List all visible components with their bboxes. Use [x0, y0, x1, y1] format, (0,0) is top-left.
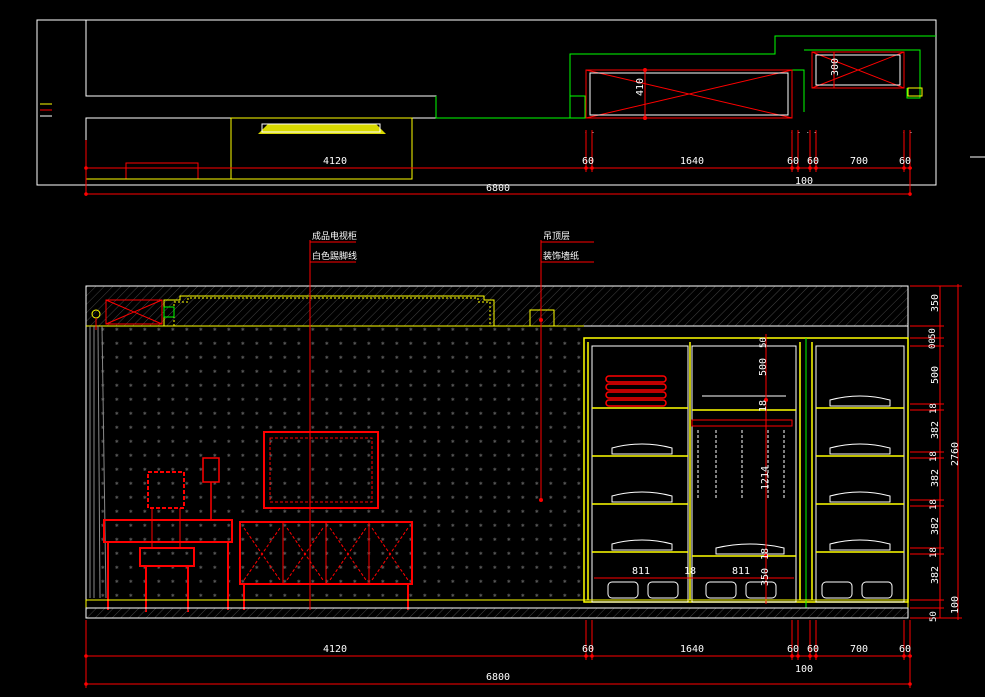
right-dim-382a: 382 [930, 421, 941, 439]
wallpaper-wall [99, 326, 584, 600]
dresser-set [103, 457, 233, 612]
label-tv-cabinet: 成品电视柜 [312, 230, 357, 242]
right-dim-350: 350 [930, 294, 941, 312]
elev-dim-700: 700 [850, 644, 868, 655]
right-dim-50: 50 [928, 328, 938, 339]
plan-cabinet-700 [811, 51, 905, 89]
plan-dim-4120: 4120 [323, 156, 347, 167]
elev-dim-4120: 4120 [323, 644, 347, 655]
wardrobe-dim-500: 500 [758, 358, 769, 376]
wardrobe-dim-18: 18 [758, 400, 769, 412]
elev-dim-6800: 6800 [486, 672, 510, 683]
plan-dim-60a: 60 [582, 156, 594, 167]
ceiling-vent-box [105, 299, 163, 325]
wardrobe-dim-350: 350 [760, 568, 771, 586]
right-dim-00: 00 [928, 338, 938, 349]
plan-inner-wall [85, 20, 437, 185]
wardrobe-dim-811a: 811 [632, 566, 650, 577]
tv-cabinet [239, 521, 413, 610]
plan-outer-wall [36, 19, 937, 186]
elev-dim-60c: 60 [807, 644, 819, 655]
plan-dim-1640: 1640 [680, 156, 704, 167]
elev-dim-60a: 60 [582, 644, 594, 655]
plan-dim-60d: 60 [899, 156, 911, 167]
label-ceiling-layer: 吊顶层 [543, 231, 570, 242]
wardrobe-dim-18c: 18 [684, 566, 696, 577]
right-dim-18a: 18 [929, 403, 939, 414]
right-dim-500: 500 [930, 366, 941, 384]
svg-text:. .: . . [584, 128, 595, 135]
plan-dim-300: 300 [830, 58, 841, 76]
plan-dim-100: 100 [795, 176, 813, 187]
right-dim-382c: 382 [930, 517, 941, 535]
tv-frame [263, 431, 379, 509]
wardrobe-dim-50: 50 [759, 337, 769, 348]
ceiling-light-box [529, 309, 555, 327]
elev-dim-60d: 60 [899, 644, 911, 655]
svg-text:. .: . . [902, 128, 913, 135]
plan-dim-6800: 6800 [486, 183, 510, 194]
elevation-view: 500 18 1214 18 350 811 18 811 50 成品电视柜 白… [84, 230, 962, 688]
right-dim-50b: 50 [929, 611, 939, 622]
right-dim-18c: 18 [929, 499, 939, 510]
ceiling-slab [85, 285, 909, 327]
curtain [89, 325, 107, 599]
plan-cabinet-1640 [585, 69, 793, 119]
svg-text:. .: . . [806, 128, 817, 135]
floor [85, 607, 909, 619]
label-baseboard: 白色踢脚线 [312, 250, 357, 262]
elev-dim-60b: 60 [787, 644, 799, 655]
plan-ceiling-line [435, 35, 936, 119]
right-dim-382b: 382 [930, 469, 941, 487]
plan-dim-410: 410 [635, 78, 646, 96]
plan-view: 410 300 . . . . . . . . 4120 60 1640 60 [36, 19, 985, 196]
baseboard [85, 599, 909, 609]
wardrobe-dim-18b: 18 [760, 548, 771, 560]
right-dim-2760: 2760 [950, 442, 961, 466]
svg-text:. .: . . [790, 128, 801, 135]
elev-dim-1640: 1640 [680, 644, 704, 655]
wardrobe [583, 334, 909, 608]
plan-side-table [125, 162, 199, 180]
label-wallpaper: 装饰墙纸 [543, 250, 579, 262]
ceiling-profile [163, 295, 495, 326]
plan-dim-60c: 60 [807, 156, 819, 167]
wardrobe-dim-1214: 1214 [760, 466, 771, 490]
plan-dim-700: 700 [850, 156, 868, 167]
right-dim-100: 100 [950, 596, 961, 614]
right-dim-18b: 18 [929, 451, 939, 462]
wardrobe-dim-811b: 811 [732, 566, 750, 577]
right-dim-18d: 18 [929, 547, 939, 558]
elev-dim-100: 100 [795, 664, 813, 675]
plan-dim-60b: 60 [787, 156, 799, 167]
right-dim-382d: 382 [930, 566, 941, 584]
